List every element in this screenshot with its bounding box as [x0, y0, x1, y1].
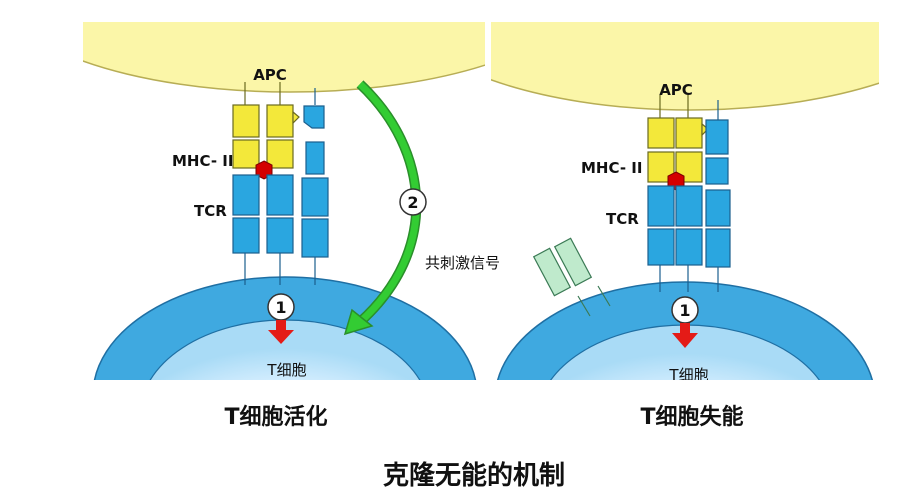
costim-label: 共刺激信号	[425, 254, 500, 272]
step-1-label: 1	[275, 298, 286, 317]
signal-arrow-icon	[268, 320, 294, 344]
mhc-label: MHC- II	[172, 152, 233, 170]
right-panel: 1 APC MHC- II TCR T细胞	[491, 22, 879, 384]
apc-cell	[491, 22, 879, 111]
signal-arrow-icon	[672, 323, 698, 348]
step-1-badge: 1	[267, 293, 295, 321]
tcr-complex	[232, 174, 329, 285]
t-cell-label: T细胞	[668, 366, 708, 384]
co-receptor	[705, 100, 729, 185]
tcr-complex	[647, 185, 731, 292]
tcr-label: TCR	[194, 202, 227, 220]
apc-label: APC	[253, 66, 287, 84]
costim-receptor	[532, 237, 611, 317]
step-1-label: 1	[679, 301, 690, 320]
step-1-badge: 1	[671, 296, 699, 324]
right-caption: T细胞失能	[640, 404, 743, 430]
co-receptor	[303, 88, 325, 175]
step-2-badge: 2	[399, 188, 427, 216]
figure-title: 克隆无能的机制	[383, 460, 565, 491]
apc-label: APC	[659, 81, 693, 99]
apc-cell	[83, 22, 485, 93]
tcr-label: TCR	[606, 210, 639, 228]
left-panel: 2 1 APC MHC- II TCR T细胞	[83, 22, 485, 380]
left-caption: T细胞活化	[224, 404, 327, 430]
t-cell-label: T细胞	[266, 361, 306, 379]
step-2-label: 2	[407, 193, 418, 212]
mhc-label: MHC- II	[581, 159, 642, 177]
mhc-ii-complex	[647, 95, 709, 183]
mhc-ii-complex	[232, 82, 300, 169]
